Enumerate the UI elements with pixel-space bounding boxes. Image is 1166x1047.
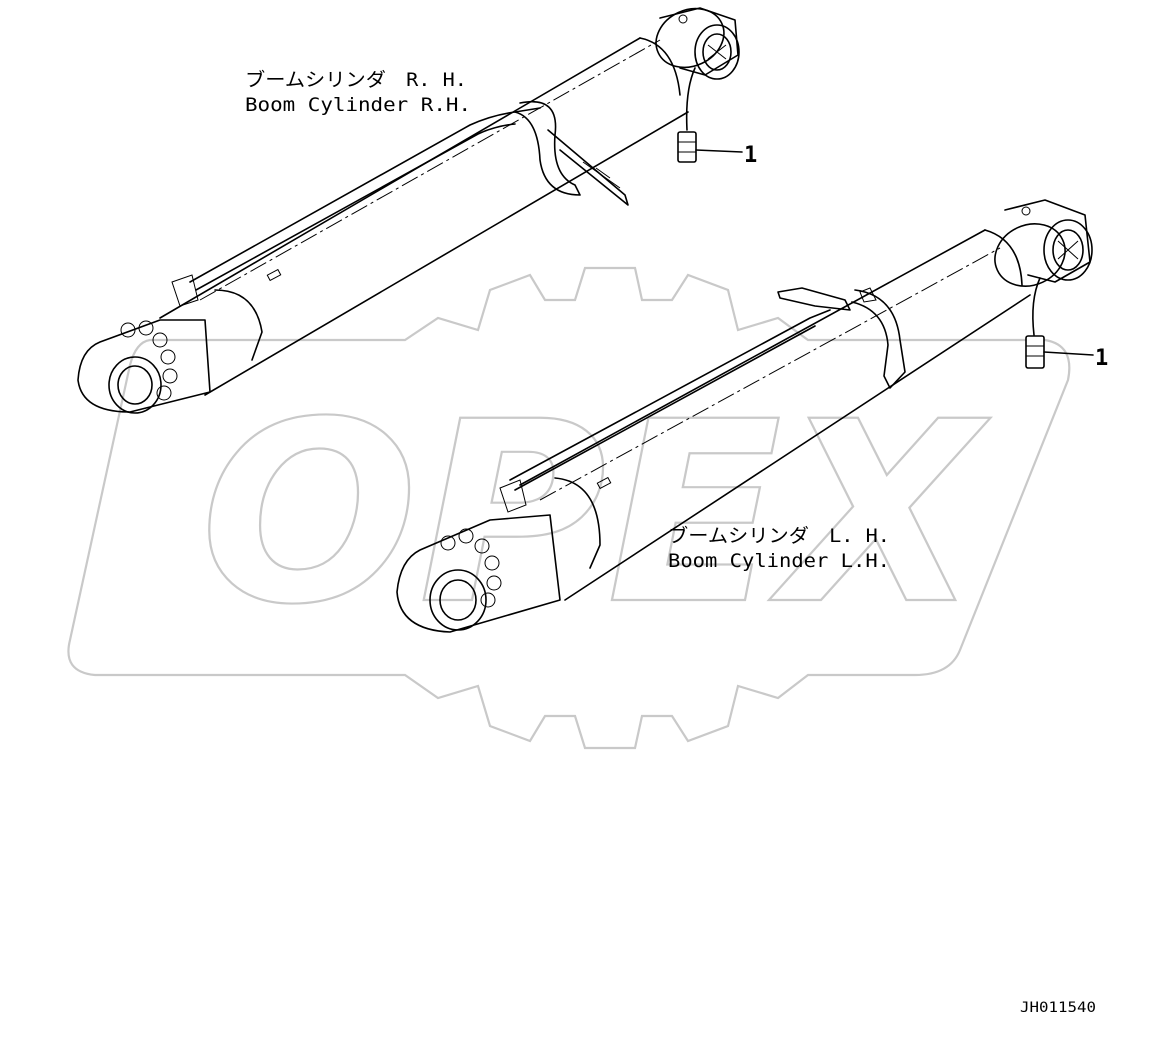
rh-clamp	[514, 101, 581, 196]
rh-cylinder-cap	[77, 319, 211, 413]
rh-cylinder-barrel	[159, 37, 689, 396]
label-rh-english: Boom Cylinder R.H.	[245, 94, 471, 116]
rh-pressure-sensor	[677, 131, 697, 163]
boom-cylinder-rh	[77, 7, 743, 414]
watermark-text: OPEX	[200, 368, 991, 659]
callout-number-lh: 1	[1095, 346, 1108, 371]
rh-leader-line	[695, 149, 743, 153]
lh-clamp	[851, 289, 906, 389]
rh-sensor-wire	[685, 67, 696, 131]
watermark-logo: OPEX	[67, 266, 1071, 750]
lh-leader-line	[1043, 351, 1094, 356]
drawing-code: JH011540	[1020, 1000, 1096, 1016]
label-lh-japanese: ブームシリンダ L. H.	[668, 524, 890, 547]
lh-cylinder-cap	[396, 514, 561, 633]
lh-cap-bolts	[440, 528, 502, 608]
callout-number-rh: 1	[744, 143, 757, 168]
watermark-gear-outline	[67, 266, 1071, 750]
lh-sensor-wire	[1032, 277, 1041, 336]
rh-cap-bolts	[120, 320, 178, 401]
label-rh-japanese: ブームシリンダ R. H.	[245, 68, 467, 91]
boom-cylinder-lh	[396, 199, 1094, 633]
lh-pipe	[509, 309, 831, 491]
lh-cylinder-barrel	[519, 229, 1031, 601]
label-lh-english: Boom Cylinder L.H.	[668, 550, 890, 572]
lh-pressure-sensor	[1025, 335, 1045, 369]
